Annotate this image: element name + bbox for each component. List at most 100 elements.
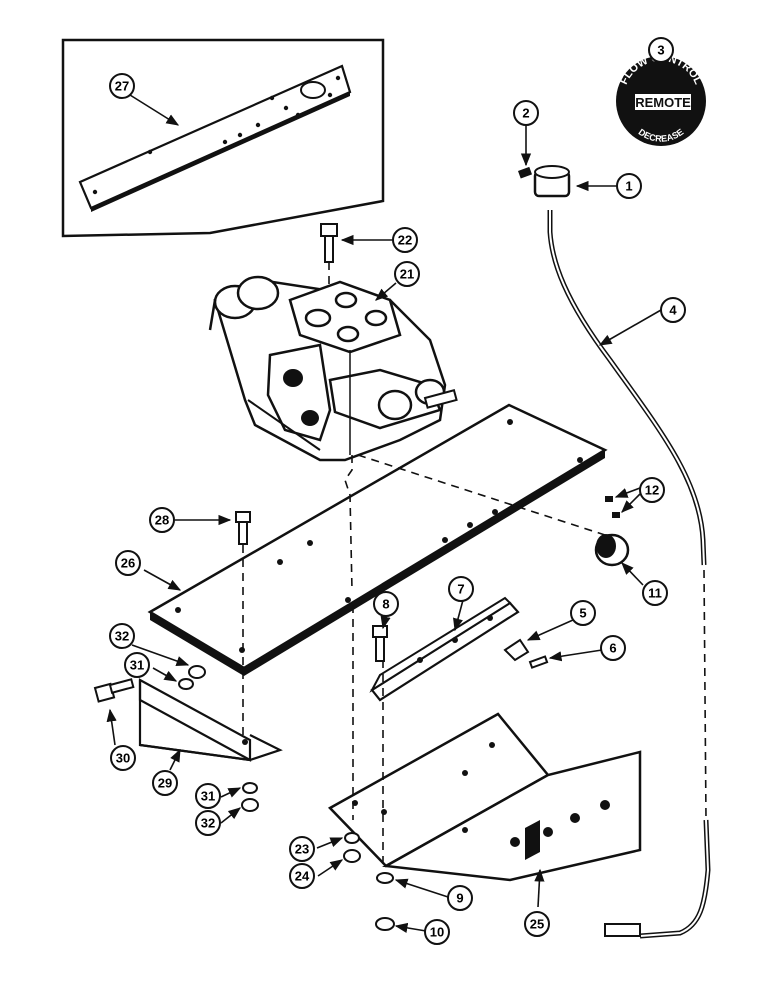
callout-circle — [616, 173, 642, 199]
callout-c5: 5 — [570, 600, 596, 626]
callout-c2: 2 — [513, 100, 539, 126]
knob-1 — [533, 165, 571, 198]
callout-circle — [289, 863, 315, 889]
leader-lines — [106, 94, 662, 933]
callout-c27: 27 — [109, 73, 135, 99]
callout-circle — [124, 652, 150, 678]
callout-circle — [660, 297, 686, 323]
knob-11 — [594, 533, 630, 567]
callout-number: 2 — [522, 106, 529, 121]
callout-c21: 21 — [394, 261, 420, 287]
callout-circle — [195, 783, 221, 809]
callout-number: 12 — [645, 483, 659, 498]
callout-c7: 7 — [448, 576, 474, 602]
hardware-31-32 — [178, 665, 259, 812]
clip-5 — [503, 638, 530, 662]
callout-circle — [149, 507, 175, 533]
callout-number: 26 — [121, 556, 135, 571]
control-cable-4 — [547, 210, 711, 939]
callout-c8: 8 — [373, 591, 399, 617]
callout-circle — [289, 836, 315, 862]
callout-circle — [115, 550, 141, 576]
inset-plate-27 — [78, 64, 352, 212]
callout-circle — [447, 885, 473, 911]
callout-c28: 28 — [149, 507, 175, 533]
callout-number: 21 — [400, 267, 414, 282]
callout-number: 29 — [158, 776, 172, 791]
callout-number: 24 — [295, 869, 310, 884]
callout-number: 23 — [295, 842, 309, 857]
callout-circle — [448, 576, 474, 602]
callout-circle — [152, 770, 178, 796]
callout-circle — [600, 635, 626, 661]
callout-number: 5 — [579, 606, 586, 621]
callout-number: 6 — [609, 641, 616, 656]
callout-c31b: 31 — [195, 783, 221, 809]
callout-c25: 25 — [524, 911, 550, 937]
callout-circle — [109, 623, 135, 649]
callout-c24: 24 — [289, 863, 315, 889]
callout-number: 32 — [115, 629, 129, 644]
callout-number: 27 — [115, 79, 129, 94]
inset-frame — [61, 38, 385, 238]
callout-circle — [392, 227, 418, 253]
callout-number: 25 — [530, 917, 544, 932]
callout-number: 1 — [625, 179, 632, 194]
callout-c31a: 31 — [124, 652, 150, 678]
callout-number: 7 — [457, 582, 464, 597]
cable-guide-7 — [369, 596, 520, 702]
callout-c29: 29 — [152, 770, 178, 796]
callout-c32b: 32 — [195, 810, 221, 836]
callout-c12: 12 — [639, 477, 665, 503]
callout-circle — [648, 37, 674, 63]
callout-number: 31 — [201, 789, 215, 804]
set-screw-2 — [518, 166, 533, 179]
callout-circle — [524, 911, 550, 937]
callout-c6: 6 — [600, 635, 626, 661]
callout-c23: 23 — [289, 836, 315, 862]
callout-circle — [639, 477, 665, 503]
callout-number: 30 — [116, 751, 130, 766]
bolt-8 — [372, 625, 388, 662]
callout-number: 3 — [657, 43, 664, 58]
callout-number: 8 — [382, 597, 389, 612]
hardware-9-10-23-24 — [343, 832, 395, 931]
callout-c32a: 32 — [109, 623, 135, 649]
callout-circle — [570, 600, 596, 626]
callout-number: 11 — [648, 586, 662, 601]
callouts: 1234567891011122122232425262728293031313… — [109, 37, 686, 945]
callout-circle — [513, 100, 539, 126]
bolt-22 — [320, 223, 338, 263]
angle-bracket-29 — [138, 678, 283, 762]
callout-c3: 3 — [648, 37, 674, 63]
callout-c1: 1 — [616, 173, 642, 199]
callout-number: 9 — [456, 891, 463, 906]
callout-circle — [373, 591, 399, 617]
control-valve — [208, 275, 458, 462]
callout-c10: 10 — [424, 919, 450, 945]
decal-bottom-label: DECREASE — [637, 127, 686, 144]
callout-number: 22 — [398, 233, 412, 248]
callout-circle — [109, 73, 135, 99]
callout-number: 32 — [201, 816, 215, 831]
callout-c11: 11 — [642, 580, 668, 606]
callout-c9: 9 — [447, 885, 473, 911]
callout-circle — [195, 810, 221, 836]
flow-control-decal: REMOTE FLOW CONTROL DECREASE — [616, 52, 706, 146]
support-bracket-25 — [327, 712, 642, 882]
callout-number: 4 — [669, 303, 677, 318]
set-screws-12 — [605, 496, 620, 518]
callout-c4: 4 — [660, 297, 686, 323]
screw-6 — [528, 655, 549, 669]
callout-circle — [110, 745, 136, 771]
callout-number: 28 — [155, 513, 169, 528]
callout-c22: 22 — [392, 227, 418, 253]
mounting-plate-26 — [147, 403, 608, 676]
bolt-28 — [235, 511, 251, 545]
alignment-lines — [242, 262, 707, 870]
callout-circle — [642, 580, 668, 606]
callout-c30: 30 — [110, 745, 136, 771]
callout-number: 10 — [430, 925, 444, 940]
